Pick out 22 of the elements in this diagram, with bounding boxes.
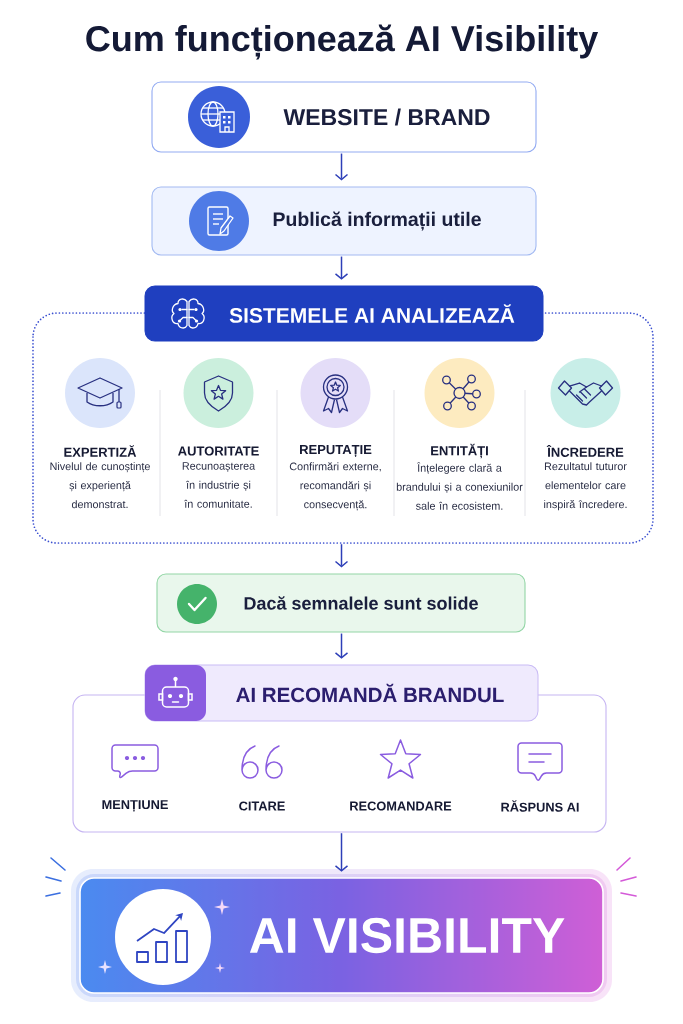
description-text: Rezultatul tuturor elementelor care inspiră încredere. [544, 462, 627, 511]
description-text: Înțelegere clară a brandului și a conexiunilor sale în ecosistem. [396, 462, 523, 510]
category-heading: EXPERTIZĂ [64, 445, 137, 457]
item-label: MENȚIUNE [102, 800, 168, 812]
item-label: RECOMANDARE [350, 801, 452, 811]
arrow [334, 255, 349, 280]
category-heading: AUTORITATE [178, 446, 259, 456]
title: Cum funcționează AI Visibility [86, 24, 599, 60]
arrow [334, 632, 349, 659]
item-label: CITARE [239, 801, 285, 811]
arrow [334, 832, 349, 872]
category-heading: ENTITĂȚI [431, 443, 488, 459]
item-label: RĂSPUNS AI [501, 800, 579, 812]
heading-banner: SISTEMELE AI ANALIZEAZĂ [144, 285, 544, 342]
category-heading: REPUTAȚIE [300, 445, 372, 457]
arrow [334, 152, 349, 181]
category-heading: ÎNCREDERE [546, 445, 624, 457]
process-box: Dacă semnalele sunt solide [156, 573, 526, 633]
description-text: Nivelul de cunoștințe și experiență demonstrat. [50, 462, 150, 509]
description-text: Confirmări externe, recomandări și consecvență. [289, 462, 381, 511]
description-text: Recunoașterea în industrie și în comunitate. [182, 462, 256, 508]
arrow [334, 543, 349, 568]
